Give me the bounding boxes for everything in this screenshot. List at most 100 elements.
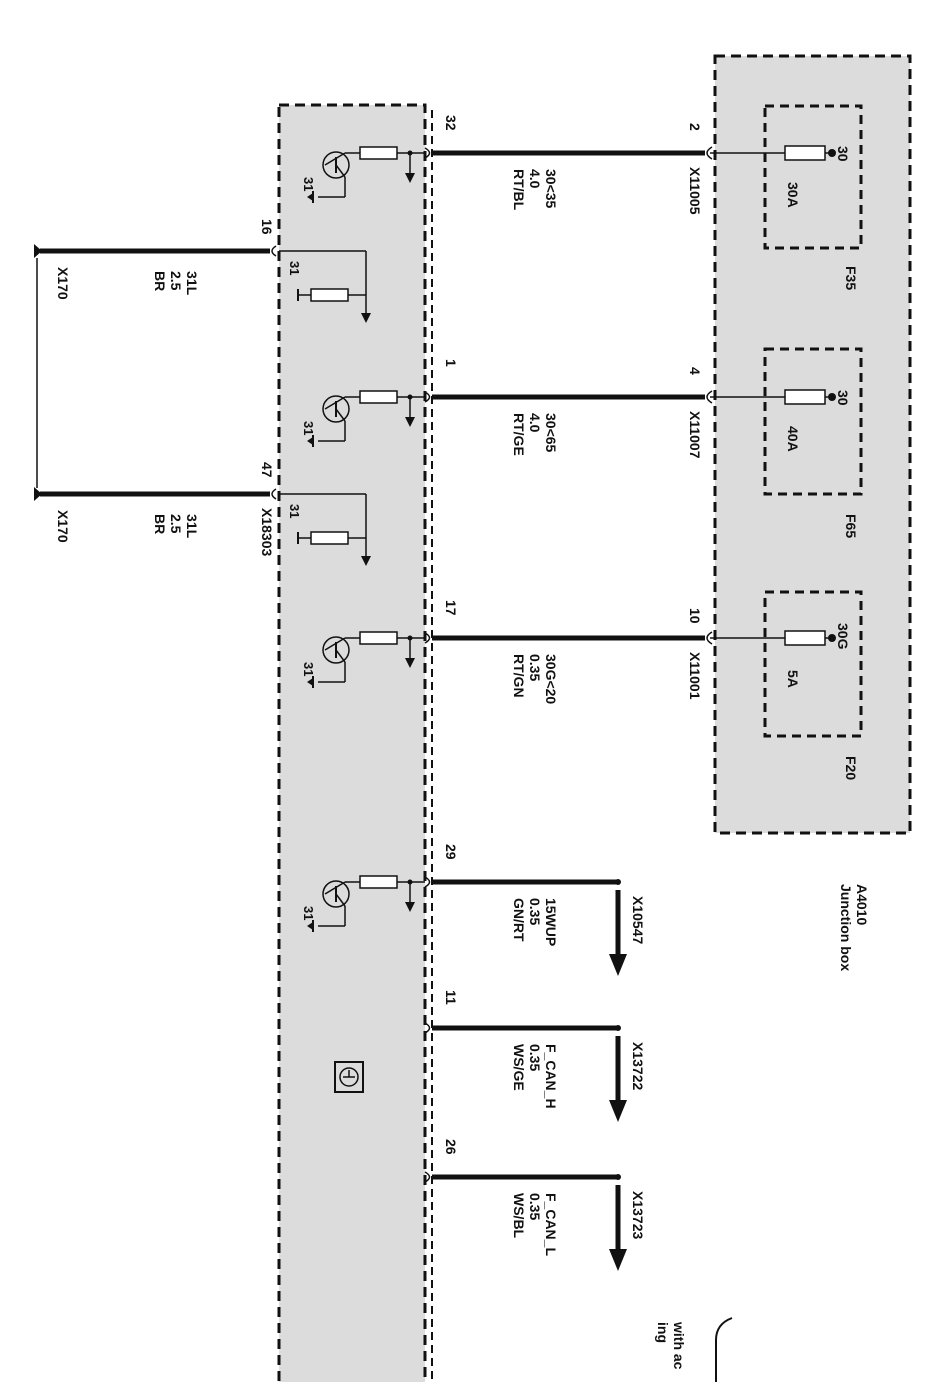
color-label: WS/BL [511, 1193, 527, 1239]
transistor-driver: 31 [301, 146, 425, 203]
fuse-f65-terminal: 30 [835, 390, 851, 406]
gauge-label: 0.35 [527, 1193, 543, 1220]
jb-pin-marker [706, 146, 713, 160]
connector-label: X11007 [687, 411, 703, 459]
ground-terminal-label: 31 [301, 906, 316, 920]
signal-label: F_CAN_L [543, 1193, 559, 1256]
gauge-label: 0.35 [527, 898, 543, 925]
pin-marker [424, 391, 431, 403]
jb-pin-label: 4 [687, 367, 703, 375]
gauge-label: 4.0 [527, 413, 543, 433]
gauge-label: 4.0 [527, 169, 543, 189]
fuse-f20-terminal: 30G [835, 623, 851, 650]
note-bracket [715, 1317, 733, 1382]
module-pin-label: 1 [443, 359, 459, 367]
module-pin-label: 32 [443, 115, 459, 131]
ground-terminal-label: 31 [301, 662, 316, 676]
diode-icon [405, 902, 415, 912]
module-pin-label: 11 [443, 990, 459, 1005]
ground-point-icon [34, 487, 42, 501]
ground-terminal-label: 31 [287, 504, 302, 518]
connector-label: X13723 [630, 1191, 646, 1239]
fuse-f35-box [763, 104, 863, 250]
signal-label: 31L [184, 514, 200, 539]
diode-icon [405, 658, 415, 668]
ground-connector-label: X170 [55, 267, 71, 300]
diode-icon [405, 173, 415, 183]
transistor-driver: 31 [301, 631, 425, 688]
jb-pin-label: 10 [687, 608, 703, 624]
connector-label: X11001 [687, 652, 703, 700]
connector-label: X10547 [630, 896, 646, 944]
junction-box-housing [713, 54, 912, 835]
junction-box: A4010 Junction box [713, 54, 912, 971]
diode-icon [361, 556, 371, 566]
junction-box-name: Junction box [838, 884, 854, 971]
color-label: GN/RT [511, 898, 527, 942]
control-module [277, 103, 433, 1382]
module-pin-label: 29 [443, 844, 459, 860]
module-pin-label: 26 [443, 1139, 459, 1155]
pin-marker [424, 632, 431, 644]
ground-icon [307, 922, 313, 930]
resistor-icon [310, 288, 349, 302]
connector-label: X13722 [630, 1042, 646, 1090]
transistor-driver: 31 [301, 390, 425, 447]
color-label: WS/GE [511, 1044, 527, 1091]
pin-marker [424, 1022, 431, 1034]
pin-marker [424, 876, 431, 888]
jb-pin-label: 2 [687, 123, 703, 131]
gauge-label: 0.35 [527, 654, 543, 681]
control-module-housing [277, 103, 427, 1382]
fuse-f20-box [763, 590, 863, 738]
resistor-icon [310, 531, 349, 545]
wire-end-dot [615, 1174, 621, 1180]
diode-icon [361, 313, 371, 323]
wire-end-dot [615, 1025, 621, 1031]
fuse-f65-label: F65 [843, 514, 859, 538]
note-line-1: with ac [671, 1321, 687, 1370]
resistor-icon [359, 390, 398, 404]
color-label: BR [152, 514, 168, 534]
gauge-label: 2.5 [168, 271, 184, 291]
fuse-f35: 30 30A F35 [710, 104, 863, 290]
ground-point-icon [34, 244, 42, 258]
pin-marker [424, 1171, 431, 1183]
fuse-f20-element [784, 630, 826, 646]
ground-icon [307, 678, 313, 686]
arrow-head [609, 1100, 627, 1122]
module-pin-label: 17 [443, 600, 459, 616]
module-pin-label: 47 [259, 462, 275, 478]
diode-icon [405, 417, 415, 427]
ground-connector-label: X170 [55, 510, 71, 543]
ground-terminal-label: 31 [287, 261, 302, 275]
pin-marker [424, 147, 431, 159]
resistor-icon [359, 631, 398, 645]
ground-icon [307, 193, 313, 201]
ground-terminal-label: 31 [301, 421, 316, 435]
signal-label: F_CAN_H [543, 1044, 559, 1109]
fuse-f65-rating: 40A [785, 426, 801, 452]
arrow-head [609, 954, 627, 976]
fuse-f35-rating: 30A [785, 182, 801, 208]
resistor-icon [359, 875, 398, 889]
gauge-label: 0.35 [527, 1044, 543, 1071]
ground-icon [307, 437, 313, 445]
signal-label: 30<35 [543, 169, 559, 209]
arrow-head [609, 1249, 627, 1271]
fuse-f35-label: F35 [843, 266, 859, 290]
module-pin-label: 16 [259, 219, 275, 235]
jb-pin-marker [706, 631, 713, 645]
note-line-2: ing [655, 1322, 671, 1343]
color-label: RT/BL [511, 169, 527, 211]
connector-label: X18303 [259, 508, 275, 556]
resistor-icon [359, 146, 398, 160]
fuse-f20: 30G 5A F20 [710, 590, 863, 780]
fuse-f20-rating: 5A [785, 670, 801, 688]
